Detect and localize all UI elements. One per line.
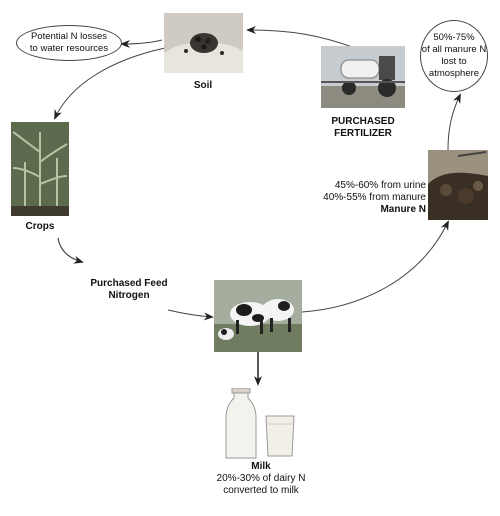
atmosphere-loss-line4: atmosphere — [428, 68, 480, 79]
arrow-fertilizer-to-soil — [246, 26, 356, 49]
milk-line1: 20%-30% of dairy N — [216, 473, 306, 484]
water-loss-line1: Potential N losses — [30, 31, 108, 42]
soil-label: Soil — [193, 80, 213, 91]
atmosphere-loss-line2: of all manure N — [421, 44, 487, 55]
arrow-soil-to-water-loss — [120, 39, 163, 48]
arrow-crops-to-feed — [57, 237, 84, 264]
arrow-soil-to-crops — [54, 47, 166, 120]
milk-photo — [224, 388, 298, 460]
fertilizer-label: PURCHASED FERTILIZER — [322, 116, 404, 140]
water-loss-line2: to water resources — [29, 43, 109, 54]
fertilizer-label-line1: PURCHASED — [331, 116, 395, 127]
purchased-feed-line2: Nitrogen — [108, 290, 150, 301]
fertilizer-tractor-photo — [321, 46, 405, 108]
fertilizer-label-line2: FERTILIZER — [334, 128, 392, 139]
purchased-feed-label: Purchased Feed Nitrogen — [84, 278, 174, 302]
crops-photo — [11, 122, 69, 216]
arrow-feed-to-cows — [167, 309, 214, 321]
purchased-feed-line1: Purchased Feed — [90, 278, 168, 289]
atmosphere-loss-line3: lost to — [441, 56, 467, 67]
arrow-manure-to-atmosphere — [447, 93, 461, 151]
milk-text: Milk 20%-30% of dairy N converted to mil… — [196, 461, 326, 497]
soil-photo — [164, 13, 243, 73]
manure-label: Manure N — [380, 204, 426, 215]
manure-text: 45%-60% from urine 40%-55% from manure M… — [310, 180, 426, 216]
milk-line2: converted to milk — [223, 485, 299, 496]
arrow-cows-to-manure — [301, 220, 449, 313]
manure-photo — [428, 150, 488, 220]
atmosphere-loss-bubble: 50%-75% of all manure N lost to atmosphe… — [420, 20, 488, 92]
crops-label: Crops — [25, 221, 55, 232]
manure-line1: 45%-60% from urine — [334, 180, 426, 191]
manure-line2: 40%-55% from manure — [323, 192, 426, 203]
water-loss-bubble: Potential N losses to water resources — [16, 25, 122, 61]
atmosphere-loss-line1: 50%-75% — [433, 32, 475, 43]
cows-photo — [214, 280, 302, 352]
milk-label: Milk — [251, 461, 271, 472]
